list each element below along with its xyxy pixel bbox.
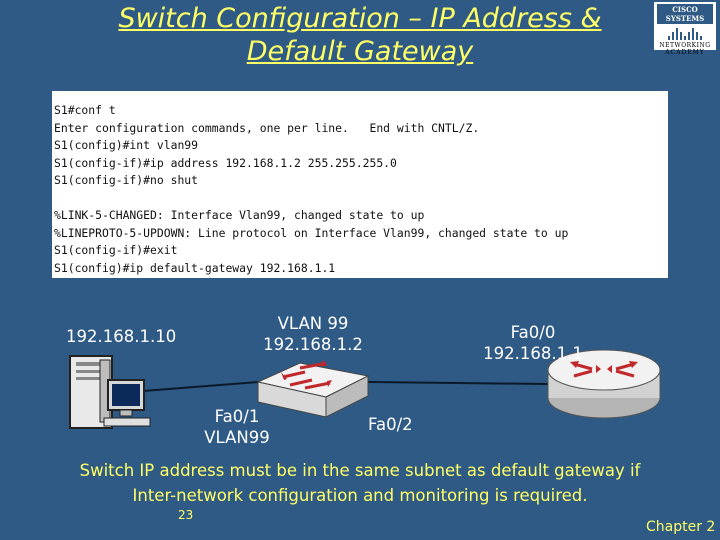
pc-ip-label: 192.168.1.10 — [66, 327, 177, 346]
slide-note-line2: Inter-network configuration and monitori… — [132, 486, 588, 505]
console-line: S1(config)#ip default-gateway 192.168.1.… — [54, 260, 336, 275]
logo-bottom-text: ACADEMY — [665, 49, 705, 56]
cisco-academy-logo: CISCO SYSTEMS NETWORKING ACADEMY — [654, 2, 716, 56]
console-line: %LINK-5-CHANGED: Interface Vlan99, chang… — [54, 208, 425, 222]
console-line: S1#conf t — [54, 103, 116, 117]
router-label: Fa0/0 192.168.1.1 — [470, 322, 596, 364]
slide-title-line2: Default Gateway — [246, 36, 474, 67]
page-number: 23 — [178, 508, 194, 522]
console-line: S1(config-if)#ip address 192.168.1.2 255… — [54, 155, 397, 170]
link-switch-router — [367, 381, 549, 385]
port-fa01-label: Fa0/1 — [214, 407, 260, 426]
slide-title-line1: Switch Configuration – IP Address & — [118, 3, 602, 34]
logo-mid-text: NETWORKING — [659, 42, 711, 49]
console-line: Enter configuration commands, one per li… — [54, 120, 480, 135]
port-fa01-vlan-label: VLAN99 — [204, 428, 270, 447]
switch-icon — [256, 360, 370, 418]
slide-note-line1: Switch IP address must be in the same su… — [79, 461, 641, 480]
console-line: S1(config-if)#exit — [54, 243, 178, 257]
slide-note: Switch IP address must be in the same su… — [20, 458, 700, 508]
switch-label: VLAN 99 192.168.1.2 — [250, 313, 376, 355]
router-port-label: Fa0/0 — [510, 323, 556, 342]
logo-top-text: CISCO SYSTEMS — [657, 4, 713, 24]
router-ip-label: 192.168.1.1 — [483, 344, 583, 363]
cli-console-output: S1#conf t Enter configuration commands, … — [52, 91, 668, 278]
router-icon — [547, 349, 661, 419]
logo-bars-icon — [654, 26, 716, 40]
pc-icon — [69, 355, 151, 429]
slide-title: Switch Configuration – IP Address & Defa… — [60, 2, 660, 68]
chapter-label: Chapter 2 — [646, 519, 716, 535]
console-line: %LINEPROTO-5-UPDOWN: Line protocol on In… — [54, 225, 569, 240]
switch-port-pc-label: Fa0/1 VLAN99 — [196, 406, 278, 448]
switch-port-router-label: Fa0/2 — [368, 415, 413, 434]
console-line: S1(config-if)#no shut — [54, 173, 199, 187]
switch-vlan-label: VLAN 99 — [277, 314, 349, 333]
switch-ip-label: 192.168.1.2 — [263, 335, 363, 354]
console-line: S1(config)#int vlan99 — [54, 138, 199, 152]
